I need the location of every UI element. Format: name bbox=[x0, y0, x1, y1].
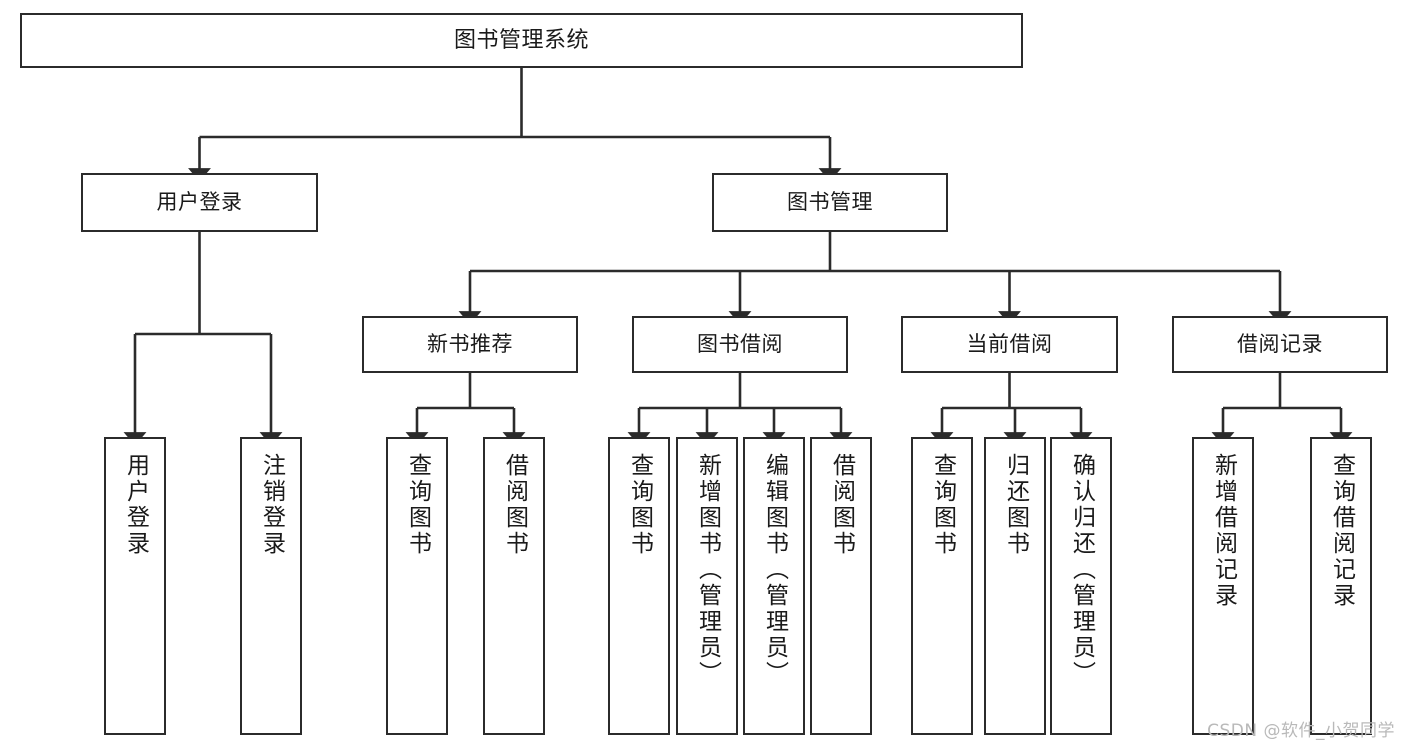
node-level3-3-label: 借阅记录 bbox=[1237, 332, 1323, 357]
node-level4-7[interactable]: 借阅图书 bbox=[810, 437, 872, 735]
node-level4-9[interactable]: 归还图书 bbox=[984, 437, 1046, 735]
node-level2-0-label: 用户登录 bbox=[156, 190, 243, 215]
node-level3-1-label: 图书借阅 bbox=[697, 332, 783, 357]
node-level4-4[interactable]: 查询图书 bbox=[608, 437, 670, 735]
node-level2-1[interactable]: 图书管理 bbox=[712, 173, 948, 232]
csdn-watermark: CSDN @软件_小贺同学 bbox=[1207, 721, 1395, 741]
node-level4-6-label: 编辑图书（管理员） bbox=[761, 453, 788, 687]
node-level4-7-label: 借阅图书 bbox=[828, 453, 855, 557]
node-level4-8-label: 查询图书 bbox=[929, 453, 956, 557]
node-level4-0[interactable]: 用户登录 bbox=[104, 437, 166, 735]
node-root-library-system[interactable]: 图书管理系统 bbox=[20, 13, 1023, 68]
node-level3-1[interactable]: 图书借阅 bbox=[632, 316, 848, 373]
node-level3-2[interactable]: 当前借阅 bbox=[901, 316, 1118, 373]
node-level4-5-label: 新增图书（管理员） bbox=[694, 453, 721, 687]
node-level3-0-label: 新书推荐 bbox=[427, 332, 513, 357]
node-level4-2-label: 查询图书 bbox=[404, 453, 431, 557]
node-level4-12-label: 查询借阅记录 bbox=[1328, 453, 1355, 609]
node-level4-1[interactable]: 注销登录 bbox=[240, 437, 302, 735]
node-level3-2-label: 当前借阅 bbox=[966, 332, 1053, 357]
node-level4-5[interactable]: 新增图书（管理员） bbox=[676, 437, 738, 735]
node-level2-0[interactable]: 用户登录 bbox=[81, 173, 318, 232]
node-level4-9-label: 归还图书 bbox=[1002, 453, 1029, 557]
node-level4-3[interactable]: 借阅图书 bbox=[483, 437, 545, 735]
node-level4-12[interactable]: 查询借阅记录 bbox=[1310, 437, 1372, 735]
node-level3-0[interactable]: 新书推荐 bbox=[362, 316, 578, 373]
node-level4-2[interactable]: 查询图书 bbox=[386, 437, 448, 735]
node-root-library-system-label: 图书管理系统 bbox=[453, 27, 589, 53]
node-level4-11-label: 新增借阅记录 bbox=[1210, 453, 1237, 609]
node-level3-3[interactable]: 借阅记录 bbox=[1172, 316, 1388, 373]
node-level4-11[interactable]: 新增借阅记录 bbox=[1192, 437, 1254, 735]
node-level4-0-label: 用户登录 bbox=[122, 453, 149, 557]
node-level4-10[interactable]: 确认归还（管理员） bbox=[1050, 437, 1112, 735]
node-level4-3-label: 借阅图书 bbox=[501, 453, 528, 557]
node-level2-1-label: 图书管理 bbox=[787, 190, 873, 215]
node-level4-6[interactable]: 编辑图书（管理员） bbox=[743, 437, 805, 735]
node-level4-4-label: 查询图书 bbox=[626, 453, 653, 557]
node-level4-8[interactable]: 查询图书 bbox=[911, 437, 973, 735]
node-level4-10-label: 确认归还（管理员） bbox=[1068, 453, 1095, 687]
node-level4-1-label: 注销登录 bbox=[258, 453, 285, 557]
tree-connectors bbox=[123, 68, 1353, 446]
